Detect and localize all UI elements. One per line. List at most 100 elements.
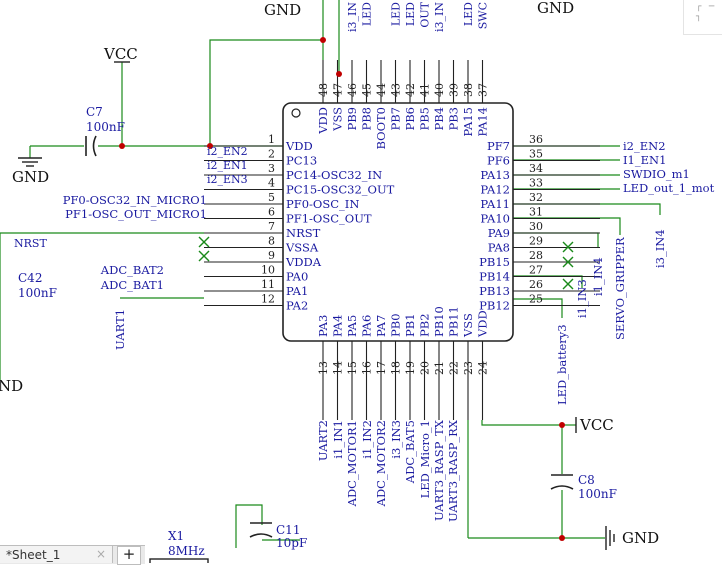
pin-name-pf1-osc_out: PF1-OSC_OUT <box>286 212 372 226</box>
pin-name-pa7: PA7 <box>374 315 388 337</box>
pin-name-vdd: VDD <box>285 139 313 153</box>
pin-number-9: 9 <box>268 249 275 262</box>
junction-c8-gnd <box>559 535 565 541</box>
net-label-right-33: LED_out_1_mot <box>623 181 715 195</box>
add-sheet-button[interactable]: + <box>117 546 141 565</box>
net-label-right-30: i1_IN4 <box>591 257 605 296</box>
net-label-right-36: i2_EN2 <box>623 139 666 153</box>
noconnect-pb15-b <box>562 256 574 268</box>
pin-number-6: 6 <box>268 206 275 219</box>
junction-vss-top <box>336 71 342 77</box>
pin-number-19: 19 <box>404 361 417 375</box>
x1-body <box>149 558 209 563</box>
c7-value: 100nF <box>86 120 125 134</box>
pin-name-pa8: PA8 <box>488 241 510 255</box>
net-label-bottom-15: ADC_MOTOR1 <box>345 420 359 507</box>
pin-name-pb3: PB3 <box>447 107 461 131</box>
pin-name-pb1: PB1 <box>403 313 417 337</box>
pin-name-pa3: PA3 <box>316 315 330 337</box>
pin-name-pa1: PA1 <box>286 284 308 298</box>
c8-ref: C8 <box>578 473 595 487</box>
net-label-top-37: SWC <box>477 2 490 29</box>
net-label-top-38: LED <box>462 2 475 26</box>
net-label-left-7: NRST <box>14 237 47 250</box>
noconnect-pa8-b <box>562 241 574 253</box>
net-label-left-11: ADC_BAT1 <box>100 278 164 292</box>
gnd-right-label: GND <box>622 529 659 547</box>
pin-number-20: 20 <box>419 361 432 375</box>
canvas-corner-widget[interactable]: ┌ ─ ┐ <box>683 0 722 35</box>
noconnect-vdda-b <box>198 250 210 262</box>
x1-value: 8MHz <box>168 544 205 558</box>
net-label-right-25: LED_battery3 <box>555 324 569 405</box>
pin-number-40: 40 <box>433 83 446 97</box>
pin-number-39: 39 <box>448 83 461 97</box>
pin-name-pa15: PA15 <box>461 107 475 137</box>
sheet-tab[interactable]: *Sheet_1 × <box>0 546 113 563</box>
pin-name-pb9: PB9 <box>345 107 359 131</box>
net-label-left-10: ADC_BAT2 <box>100 263 164 277</box>
pin-name-vss: VSS <box>461 313 475 338</box>
pin-number-18: 18 <box>390 361 403 375</box>
pin-number-37: 37 <box>477 83 490 97</box>
pin-name-pb12: PB12 <box>479 299 510 313</box>
gnd-bottom-left-label: ND <box>0 377 23 395</box>
c8-value: 100nF <box>578 487 617 501</box>
pin-number-31: 31 <box>529 206 543 219</box>
pin-number-26: 26 <box>529 278 543 291</box>
net-label-right-32: i3_IN4 <box>653 229 667 268</box>
pin-number-24: 24 <box>477 361 490 375</box>
c8-plate-b <box>550 485 574 490</box>
vcc-left-label: VCC <box>103 45 138 63</box>
pin-name-pa11: PA11 <box>480 197 510 211</box>
pin-name-pa0: PA0 <box>286 270 308 284</box>
x1-ref: X1 <box>168 529 184 543</box>
junction-vdd-pin1 <box>207 143 213 149</box>
pin-number-32: 32 <box>529 191 543 204</box>
gnd-left-label: GND <box>12 168 49 186</box>
pin-number-47: 47 <box>332 83 345 97</box>
pin-number-42: 42 <box>404 83 417 97</box>
noconnect-pb13-b <box>562 278 574 290</box>
net-label-top-41: OUT <box>419 1 432 27</box>
pin-number-41: 41 <box>419 83 432 97</box>
pin-name-vdd: VDD <box>476 310 490 338</box>
pin-number-23: 23 <box>462 361 475 375</box>
net-label-bottom-21: UART3_RASP_TX <box>432 419 446 521</box>
pin-number-14: 14 <box>332 361 345 375</box>
junction-c8-vcc <box>559 422 565 428</box>
net-label-top-45: LED <box>361 2 374 26</box>
pin-name-nrst: NRST <box>286 226 321 240</box>
pin-number-1: 1 <box>268 133 275 146</box>
pin-name-vss: VSS <box>331 107 345 132</box>
pin-name-pc13: PC13 <box>286 154 317 168</box>
net-label-left-12: UART1 <box>113 309 127 350</box>
pin-number-27: 27 <box>529 264 543 277</box>
pin-name-pb14: PB14 <box>479 270 510 284</box>
sheet-tab-label: *Sheet_1 <box>6 548 61 562</box>
pin-number-36: 36 <box>529 133 543 146</box>
pin-name-pa4: PA4 <box>331 315 345 337</box>
pin-number-16: 16 <box>361 361 374 375</box>
net-label-bottom-19: ADC_BAT5 <box>403 420 417 484</box>
pin-name-pb4: PB4 <box>432 107 446 131</box>
pin-name-vdd: VDD <box>316 107 330 135</box>
net-label-top-42: LED <box>404 2 417 26</box>
pin-name-pa2: PA2 <box>286 299 308 313</box>
pin-name-pb10: PB10 <box>432 306 446 337</box>
c42-value: 100nF <box>18 286 57 300</box>
net-label-top-40: i3_IN <box>433 2 446 32</box>
pin-name-pb15: PB15 <box>479 255 510 269</box>
pin-number-22: 22 <box>448 361 461 375</box>
pin-name-pa14: PA14 <box>476 107 490 137</box>
net-label-bottom-18: i3_IN3 <box>389 420 403 459</box>
pin-number-44: 44 <box>375 83 388 97</box>
net-label-bottom-22: UART3_RASP_RX <box>446 419 460 522</box>
net-label-left-5: PF0-OSC32_IN_MICRO1 <box>63 193 207 207</box>
junction-c7-vcc <box>119 143 125 149</box>
close-icon[interactable]: × <box>96 547 107 561</box>
net-label-bottom-13: UART2 <box>316 420 330 461</box>
pin-name-pb7: PB7 <box>389 107 403 131</box>
